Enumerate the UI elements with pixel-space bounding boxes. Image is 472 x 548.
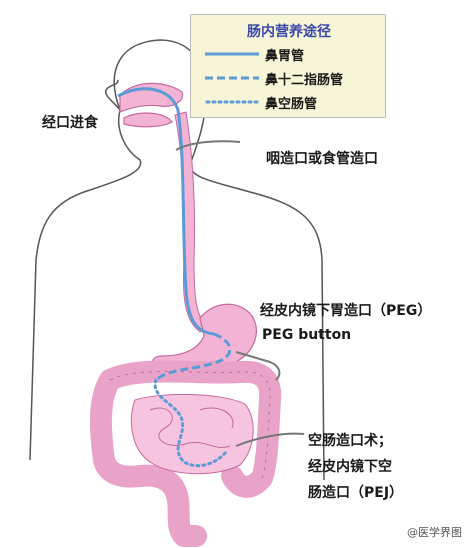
legend-label: 鼻十二指肠管 xyxy=(265,73,344,88)
legend-title: 肠内营养途径 xyxy=(247,24,331,40)
legend-item-nasoduodenal: 鼻十二指肠管 xyxy=(191,69,387,89)
legend-item-nasojejunal: 鼻空肠管 xyxy=(191,93,387,113)
nasogastric-tube xyxy=(117,87,215,336)
body-outline xyxy=(29,39,325,481)
nasojejunal-tube xyxy=(153,378,228,468)
small-intestine-loops xyxy=(149,407,234,448)
watermark: @医学界图 xyxy=(407,526,462,539)
nasoduodenal-tube xyxy=(154,332,232,382)
legend-label: 鼻胃管 xyxy=(265,49,305,64)
large-intestine-edge xyxy=(109,371,271,479)
nasal-cavity xyxy=(119,82,184,113)
dotted-line-swatch xyxy=(205,100,259,104)
label-pharyngostomy: 咽造口或食管造口 xyxy=(266,151,378,167)
label-jejunostomy: 空肠造口术； xyxy=(308,433,392,449)
legend-item-nasogastric: 鼻胃管 xyxy=(191,45,387,65)
peg-tube xyxy=(235,351,281,381)
label-pej-line2: 经皮内镜下空 xyxy=(308,459,392,475)
face-profile xyxy=(104,79,121,111)
label-peg-button: PEG button xyxy=(262,327,352,343)
label-peg: 经皮内镜下胃造口（PEG） xyxy=(260,303,432,319)
small-intestine xyxy=(130,393,254,475)
dashed-line-swatch xyxy=(205,76,259,80)
solid-line-swatch xyxy=(205,52,259,56)
tongue xyxy=(123,112,173,128)
legend: 肠内营养途径 鼻胃管 鼻十二指肠管 鼻空肠管 xyxy=(190,14,386,118)
pharyngostomy-tube xyxy=(175,140,241,151)
pej-tube xyxy=(235,432,305,447)
label-pej-line3: 肠造口（PEJ） xyxy=(308,485,404,501)
label-oral-feeding: 经口进食 xyxy=(42,115,98,131)
legend-label: 鼻空肠管 xyxy=(265,97,318,112)
